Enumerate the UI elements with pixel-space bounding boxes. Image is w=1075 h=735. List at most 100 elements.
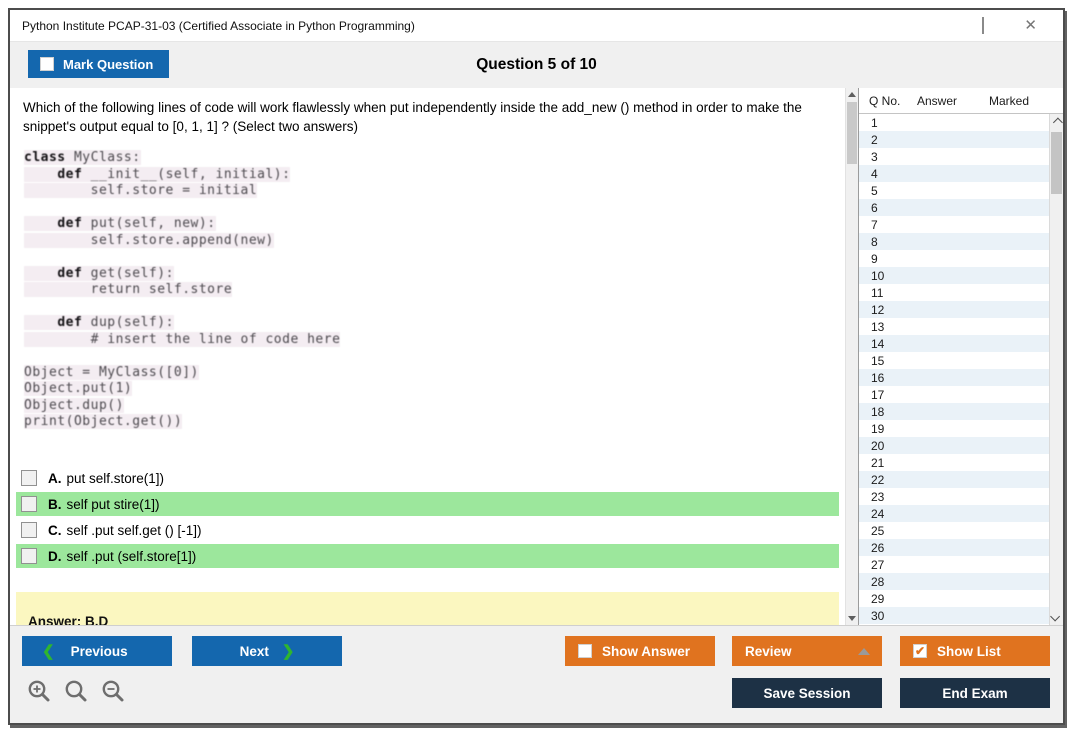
code-line <box>24 200 340 217</box>
question-list-row[interactable]: 8 <box>859 233 1049 250</box>
chevron-left-icon: ❮ <box>42 643 55 660</box>
content-scrollbar[interactable] <box>845 88 858 625</box>
review-dropdown-button[interactable]: Review <box>732 636 882 666</box>
save-session-button[interactable]: Save Session <box>732 678 882 708</box>
code-line: def __init__(self, initial): <box>24 166 340 184</box>
option-checkbox[interactable] <box>21 522 37 538</box>
question-list-scrollbar[interactable] <box>1049 114 1063 625</box>
question-list-row[interactable]: 20 <box>859 437 1049 454</box>
option-letter: D. <box>48 548 62 564</box>
scroll-up-icon[interactable] <box>846 88 858 101</box>
end-exam-button[interactable]: End Exam <box>900 678 1050 708</box>
question-list-row[interactable]: 2 <box>859 131 1049 148</box>
option-checkbox[interactable] <box>21 496 37 512</box>
question-list-row[interactable]: 16 <box>859 369 1049 386</box>
question-list-row[interactable]: 11 <box>871 285 884 300</box>
option-text: put self.store(1]) <box>66 470 165 486</box>
show-list-label: Show List <box>937 643 1001 659</box>
close-icon[interactable]: ✕ <box>1024 17 1037 34</box>
question-list-row[interactable]: 15 <box>871 353 885 368</box>
question-list-row[interactable]: 10 <box>859 267 1049 284</box>
zoom-out-icon[interactable] <box>100 678 126 704</box>
show-answer-checkbox[interactable] <box>578 644 592 658</box>
code-line: self.store.append(new) <box>24 232 274 248</box>
show-list-checkbox[interactable]: ✔ <box>913 644 927 658</box>
option-text: self .put self.get () [-1]) <box>66 522 202 538</box>
title-bar: Python Institute PCAP-31-03 (Certified A… <box>10 10 1063 42</box>
option-row-c[interactable]: C.self .put self.get () [-1]) <box>16 518 839 542</box>
question-list-row[interactable]: 27 <box>871 557 885 572</box>
answer-reveal-box: Answer: B,D <box>16 592 839 625</box>
option-text: self put stire(1]) <box>66 496 160 512</box>
option-text: self .put (self.store[1]) <box>66 548 197 564</box>
question-list-row[interactable]: 6 <box>859 199 1049 216</box>
code-line: return self.store <box>24 282 233 297</box>
question-list-row[interactable]: 13 <box>871 319 885 334</box>
zoom-reset-icon[interactable] <box>63 678 89 704</box>
next-label: Next <box>239 643 269 659</box>
next-button[interactable]: Next ❯ <box>192 636 342 666</box>
question-list-row[interactable]: 22 <box>859 471 1049 488</box>
question-list-row[interactable]: 3 <box>871 149 878 164</box>
answer-label: Answer: B,D <box>28 614 109 625</box>
save-session-label: Save Session <box>763 685 851 701</box>
show-answer-button[interactable]: Show Answer <box>565 636 715 666</box>
code-line: print(Object.get()) <box>24 414 183 429</box>
option-row-b[interactable]: B.self put stire(1]) <box>16 492 839 516</box>
question-list-row[interactable]: 19 <box>871 421 885 436</box>
question-list-row[interactable]: 24 <box>859 505 1049 522</box>
question-list-row[interactable]: 17 <box>871 387 885 402</box>
code-line: class MyClass: <box>24 150 141 165</box>
question-list-row[interactable]: 12 <box>859 301 1049 318</box>
question-list-row[interactable]: 30 <box>859 607 1049 624</box>
code-line: Object = MyClass([0]) <box>24 364 199 380</box>
code-line: def dup(self): <box>24 315 340 332</box>
list-scroll-up-icon[interactable] <box>1050 116 1063 129</box>
question-list-row[interactable]: 14 <box>859 335 1049 352</box>
main-area: Which of the following lines of code wil… <box>10 88 1063 625</box>
zoom-in-icon[interactable] <box>26 678 52 704</box>
question-list-row[interactable]: 5 <box>871 183 878 198</box>
mark-question-button[interactable]: Mark Question <box>28 50 170 78</box>
option-row-d[interactable]: D.self .put (self.store[1]) <box>16 544 839 568</box>
question-list-row[interactable]: 7 <box>871 217 878 232</box>
show-list-button[interactable]: ✔ Show List <box>900 636 1050 666</box>
mark-question-checkbox[interactable] <box>40 57 54 71</box>
zoom-controls <box>26 678 126 704</box>
scroll-down-icon[interactable] <box>846 612 858 625</box>
question-list-row[interactable]: 25 <box>871 523 885 538</box>
option-checkbox[interactable] <box>21 548 37 564</box>
question-list-row[interactable]: 26 <box>859 539 1049 556</box>
footer-toolbar: ❮ Previous Next ❯ Show Answer Review ✔ S… <box>10 625 1063 721</box>
code-line: def get(self): <box>24 265 340 283</box>
option-row-a[interactable]: A.put self.store(1]) <box>16 466 839 490</box>
question-list-row[interactable]: 9 <box>871 251 878 266</box>
code-line: Object.dup() <box>24 397 124 413</box>
review-label: Review <box>745 643 792 659</box>
question-list-header: Q No. Answer Marked <box>859 88 1063 114</box>
column-header-answer: Answer <box>917 93 958 108</box>
previous-button[interactable]: ❮ Previous <box>22 636 172 666</box>
question-list-row[interactable]: 18 <box>859 403 1049 420</box>
question-list-row[interactable]: 29 <box>871 591 885 606</box>
question-list-row[interactable]: 21 <box>871 455 885 470</box>
question-list-row[interactable]: 4 <box>859 165 1049 182</box>
question-list-row[interactable]: 23 <box>871 489 885 504</box>
code-line: self.store = initial <box>24 183 258 198</box>
option-checkbox[interactable] <box>21 470 37 486</box>
maximize-icon[interactable] <box>982 17 985 34</box>
list-scrollbar-thumb[interactable] <box>1051 132 1062 194</box>
column-header-qno: Q No. <box>869 93 901 108</box>
checkmark-icon: ✔ <box>914 644 926 658</box>
code-line: Object.put(1) <box>24 381 133 396</box>
content-scrollbar-thumb[interactable] <box>847 102 857 164</box>
end-exam-label: End Exam <box>942 685 1008 701</box>
mark-question-label: Mark Question <box>63 56 154 72</box>
question-list-row[interactable]: 28 <box>859 573 1049 590</box>
code-line: def put(self, new): <box>24 216 340 233</box>
question-list-row[interactable]: 1 <box>871 115 878 130</box>
list-scroll-down-icon[interactable] <box>1050 610 1063 623</box>
option-letter: B. <box>48 496 62 512</box>
